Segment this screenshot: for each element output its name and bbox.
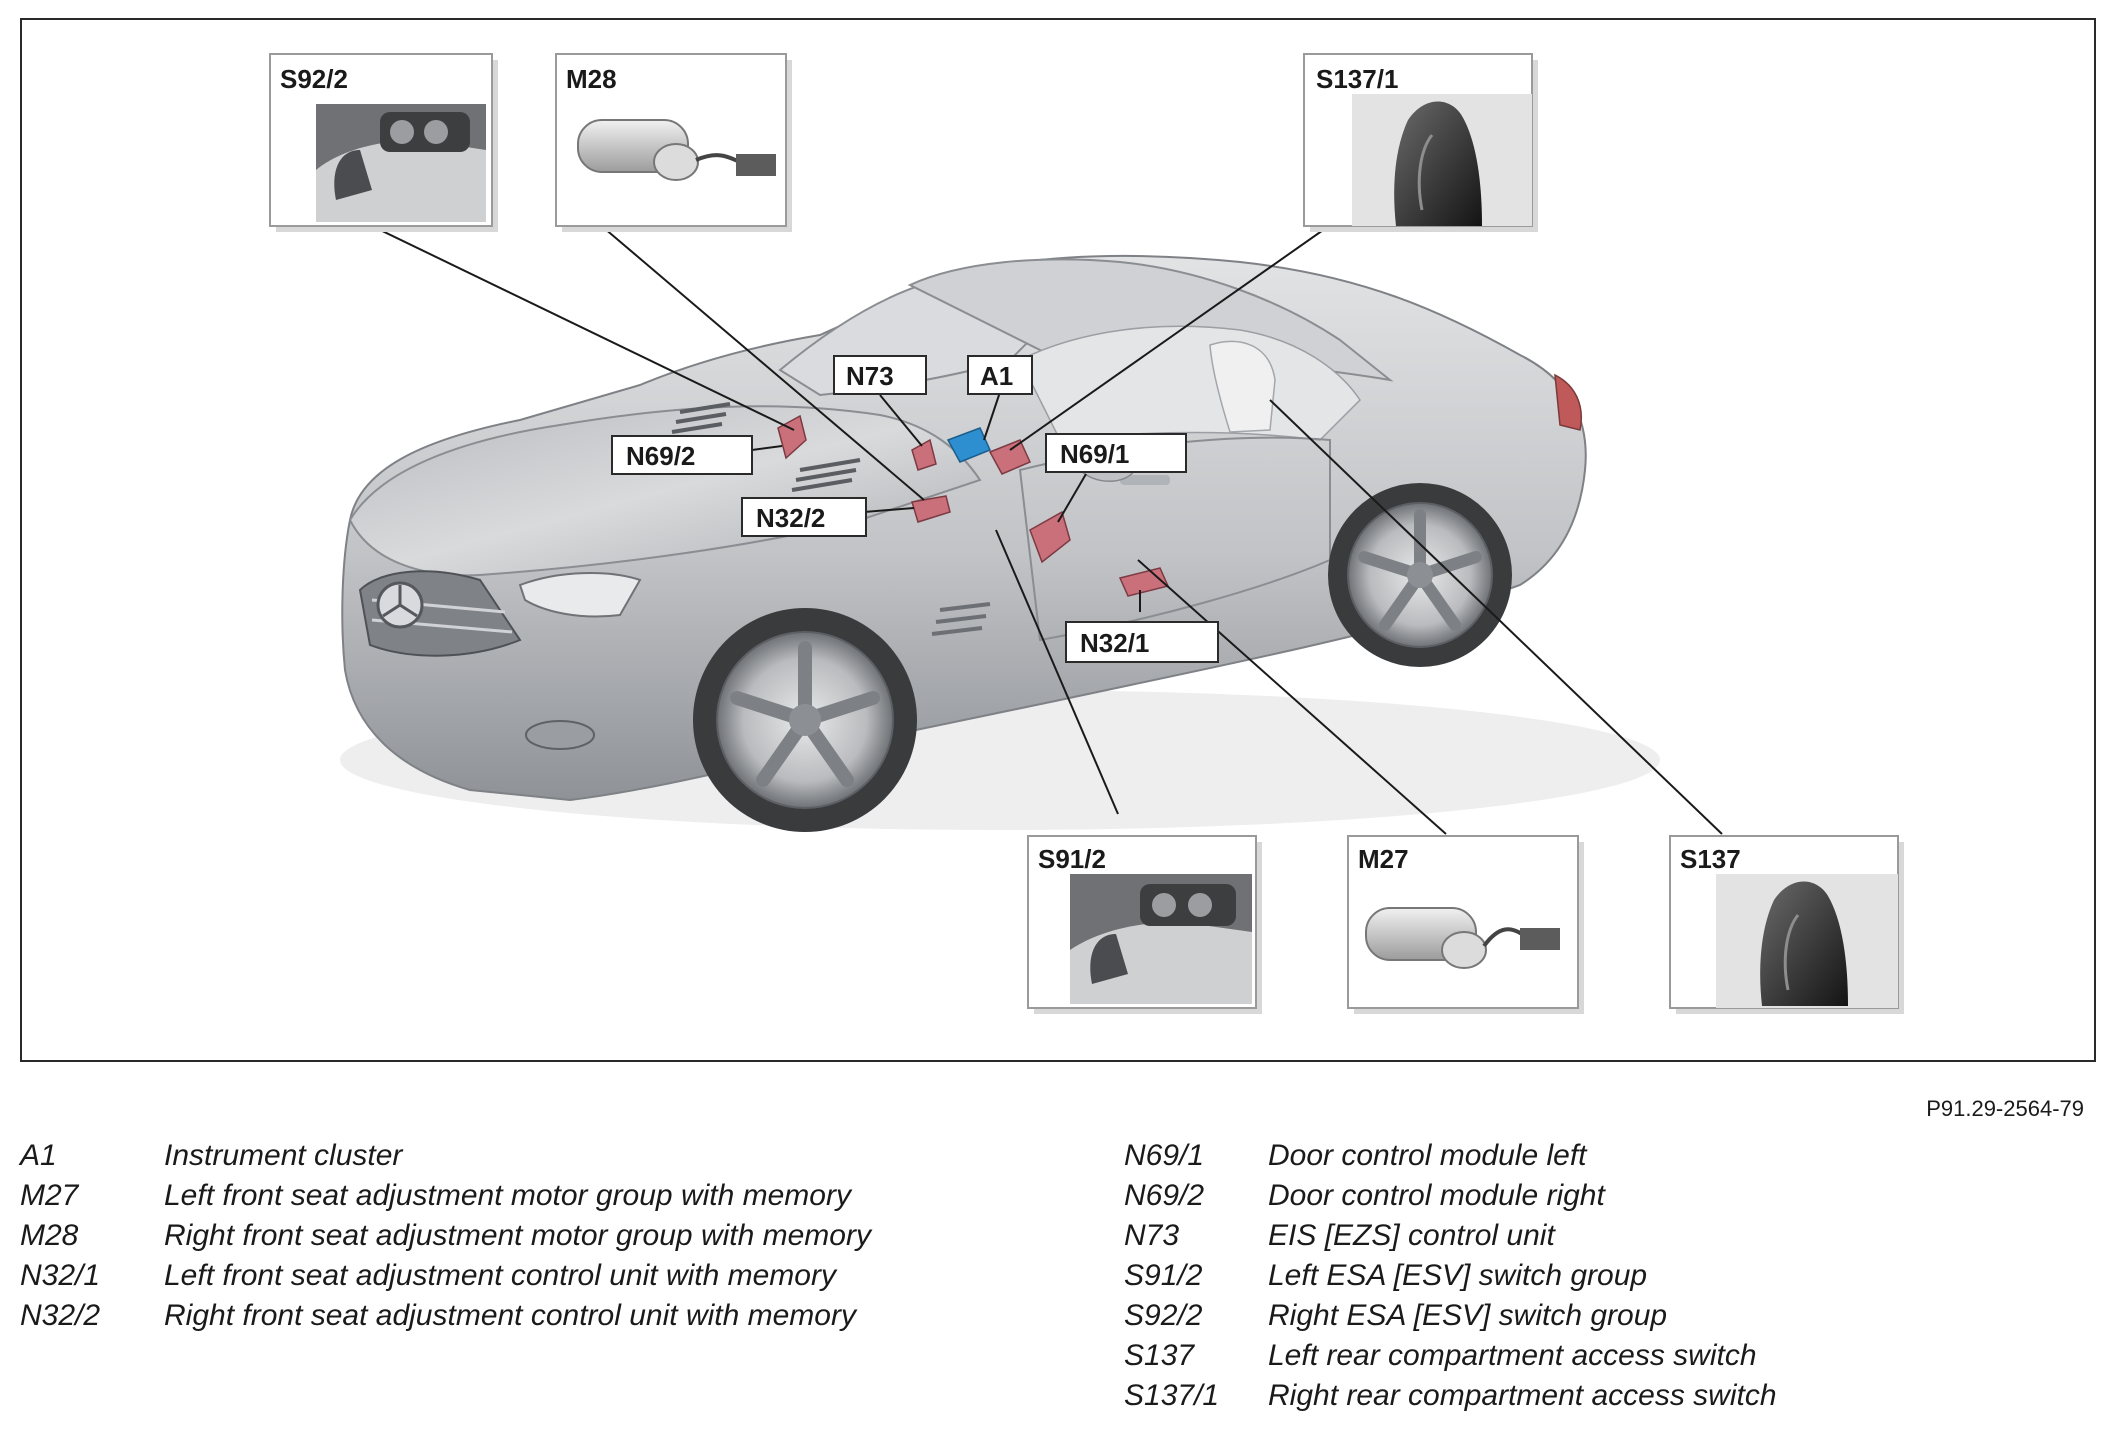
legend-description: Door control module left — [1268, 1139, 1587, 1172]
legend-item: S137 Left rear compartment access switch — [1124, 1336, 1777, 1376]
legend-description: Left front seat adjustment motor group w… — [164, 1179, 851, 1212]
legend-code: N69/2 — [1124, 1179, 1205, 1212]
inset-label-S91-2: S91/2 — [1038, 844, 1106, 874]
tag-N73: N73 — [833, 355, 927, 395]
legend-description: Left front seat adjustment control unit … — [164, 1259, 836, 1292]
legend-item: S137/1 Right rear compartment access swi… — [1124, 1376, 1777, 1416]
legend-description: Right ESA [ESV] switch group — [1268, 1299, 1668, 1332]
legend-code: N73 — [1124, 1219, 1180, 1252]
legend-description: Left ESA [ESV] switch group — [1268, 1259, 1648, 1292]
tag-N69-1: N69/1 — [1045, 433, 1187, 473]
legend-code: S92/2 — [1124, 1299, 1203, 1332]
legend-item: A1 Instrument cluster — [20, 1136, 871, 1176]
seat-headrest-image — [1352, 94, 1532, 226]
legend-code: N32/1 — [20, 1259, 101, 1292]
component-location-diagram: S92/2 M28 S137/1 — [269, 53, 1904, 1014]
tag-N32-2: N32/2 — [741, 497, 867, 537]
legend-left-column: A1 Instrument cluster M27 Left front sea… — [20, 1136, 871, 1336]
legend-description: Instrument cluster — [164, 1139, 403, 1172]
legend-item: S91/2 Left ESA [ESV] switch group — [1124, 1256, 1777, 1296]
legend-description: Door control module right — [1268, 1179, 1605, 1212]
inset-S92-2: S92/2 — [269, 53, 498, 232]
seat-switch-image — [316, 104, 486, 222]
marker-N69-1 — [1029, 510, 1071, 564]
seat-motor-image — [577, 119, 776, 181]
inset-M28: M28 — [555, 53, 792, 232]
tag-label-N73: N73 — [846, 361, 894, 391]
legend-description: Right front seat adjustment motor group … — [164, 1219, 871, 1252]
tag-label-N32-1: N32/1 — [1080, 628, 1149, 658]
legend-code: N32/2 — [20, 1299, 101, 1332]
legend-item: N32/2 Right front seat adjustment contro… — [20, 1296, 871, 1336]
legend-code: N69/1 — [1124, 1139, 1205, 1172]
legend-item: N32/1 Left front seat adjustment control… — [20, 1256, 871, 1296]
legend-item: N73 EIS [EZS] control unit — [1124, 1216, 1777, 1256]
legend-code: S137/1 — [1124, 1379, 1220, 1412]
leader-lines — [371, 225, 1723, 835]
legend-code: M28 — [20, 1219, 79, 1252]
legend-item: N69/1 Door control module left — [1124, 1136, 1777, 1176]
tag-label-A1: A1 — [980, 361, 1013, 391]
legend-code: A1 — [20, 1139, 57, 1172]
car-illustration — [340, 254, 1660, 832]
tag-N69-2: N69/2 — [611, 435, 753, 475]
legend-description: EIS [EZS] control unit — [1268, 1219, 1555, 1252]
legend-right-column: N69/1 Door control module left N69/2 Doo… — [1124, 1136, 1777, 1416]
legend-item: N69/2 Door control module right — [1124, 1176, 1777, 1216]
marker-N32-2 — [911, 495, 951, 523]
marker-N73-2 — [988, 439, 1031, 475]
legend-code: S91/2 — [1124, 1259, 1203, 1292]
inset-label-M27: M27 — [1358, 844, 1409, 874]
figure-code: P91.29-2564-79 — [1926, 1096, 2084, 1121]
legend-code: S137 — [1124, 1339, 1195, 1372]
inset-S91-2: S91/2 — [1027, 835, 1262, 1014]
tag-A1: A1 — [967, 355, 1033, 395]
tag-label-N69-2: N69/2 — [626, 441, 695, 471]
marker-N73 — [911, 438, 937, 471]
inset-M27: M27 — [1347, 835, 1584, 1014]
inset-S137: S137 — [1669, 835, 1904, 1014]
legend-item: M27 Left front seat adjustment motor gro… — [20, 1176, 871, 1216]
seat-switch-image-left — [1070, 874, 1252, 1004]
tag-N32-1: N32/1 — [1065, 621, 1219, 663]
marker-A1 — [946, 427, 992, 463]
inset-label-S137: S137 — [1680, 844, 1741, 874]
seat-headrest-image-left — [1716, 874, 1898, 1008]
legend-code: M27 — [20, 1179, 79, 1212]
legend-description: Right rear compartment access switch — [1268, 1379, 1777, 1412]
inset-label-M28: M28 — [566, 64, 617, 94]
component-markers — [777, 414, 1170, 597]
seat-motor-image-left — [1365, 907, 1560, 969]
legend-item: M28 Right front seat adjustment motor gr… — [20, 1216, 871, 1256]
legend-description: Right front seat adjustment control unit… — [164, 1299, 856, 1332]
legend-item: S92/2 Right ESA [ESV] switch group — [1124, 1296, 1777, 1336]
tag-label-N69-1: N69/1 — [1060, 439, 1129, 469]
legend-description: Left rear compartment access switch — [1268, 1339, 1757, 1372]
tag-label-N32-2: N32/2 — [756, 503, 825, 533]
inset-label-S137-1: S137/1 — [1316, 64, 1398, 94]
inset-S137-1: S137/1 — [1303, 53, 1538, 232]
inset-label-S92-2: S92/2 — [280, 64, 348, 94]
